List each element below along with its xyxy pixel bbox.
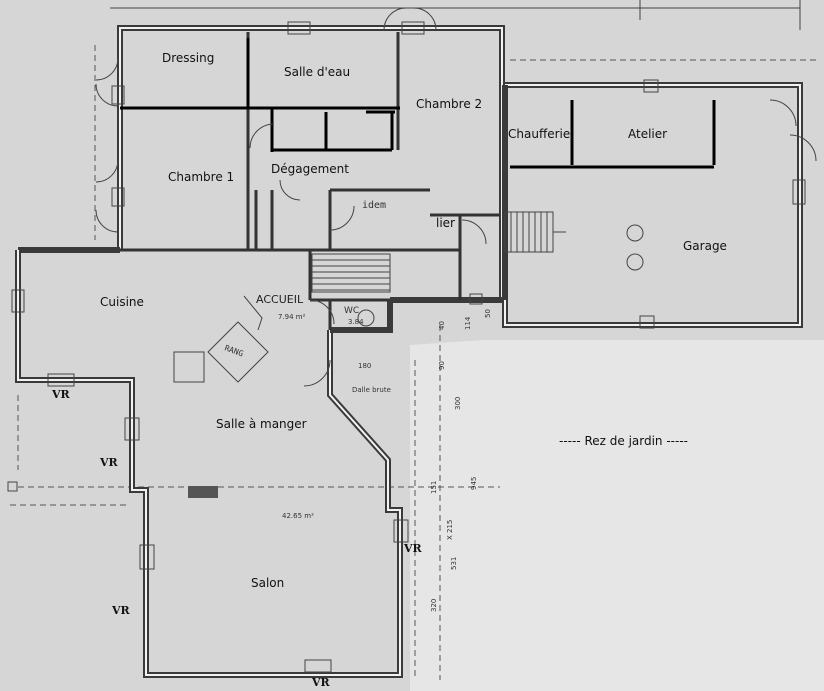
annotation-dim-945: 945 xyxy=(470,477,478,490)
vr-label: VR xyxy=(403,542,423,555)
caption-rez-de-jardin: ----- Rez de jardin ----- xyxy=(559,434,688,448)
stairs xyxy=(311,211,566,293)
room-wc: WC xyxy=(344,306,359,316)
bold-partitions xyxy=(120,38,716,169)
vr-label: VR xyxy=(99,456,119,469)
annotation-dim-531: 531 xyxy=(450,557,458,570)
annotation-dim-50: 50 xyxy=(484,309,492,318)
vr-label: VR xyxy=(111,604,131,617)
interior-partitions xyxy=(120,32,500,330)
vr-label: VR xyxy=(51,388,71,401)
room-chaufferie: Chaufferie xyxy=(508,127,570,141)
annotation-idem: idem xyxy=(362,200,386,211)
annotation-dim-180: 180 xyxy=(358,362,371,370)
annotation-dim-90: 90 xyxy=(438,361,446,370)
annotation-dim-151: 151 xyxy=(430,481,438,494)
windows xyxy=(11,21,806,673)
room-salle-a-manger: Salle à manger xyxy=(216,417,307,431)
room-accueil: ACCUEIL xyxy=(256,293,304,306)
sketch-furniture xyxy=(173,224,644,383)
room-atelier: Atelier xyxy=(628,127,667,141)
annotations: RANG idem Dalle brute 180 42.65 m² 7.94 … xyxy=(223,200,492,612)
vr-labels: VR VR VR VR VR xyxy=(51,388,423,689)
annotation-area-salon: 42.65 m² xyxy=(282,512,314,520)
room-degagement: Dégagement xyxy=(271,162,349,176)
site-lines xyxy=(7,0,820,680)
annotation-area-accueil: 7.94 m² xyxy=(278,313,306,321)
annotation-dim-40: 40 xyxy=(438,321,446,330)
door-swings xyxy=(95,7,817,387)
room-garage: Garage xyxy=(683,239,727,253)
room-salon: Salon xyxy=(251,576,284,590)
annotation-dalle-brute: Dalle brute xyxy=(352,386,391,394)
room-salle-eau: Salle d'eau xyxy=(284,65,350,79)
room-chambre-2: Chambre 2 xyxy=(416,97,482,111)
annotation-dim-320: 320 xyxy=(430,599,438,612)
room-cuisine: Cuisine xyxy=(100,295,144,309)
exterior-walls xyxy=(15,25,803,678)
annotation-dim-300: 300 xyxy=(454,397,462,410)
room-dressing: Dressing xyxy=(162,51,214,65)
room-cellier: lier xyxy=(436,216,455,230)
room-chambre-1: Chambre 1 xyxy=(168,170,234,184)
vr-label: VR xyxy=(311,676,331,689)
annotation-dim-215: X 215 xyxy=(446,520,454,540)
annotation-area-wc: 3.84 xyxy=(348,318,364,326)
room-labels: Dressing Salle d'eau Chambre 2 Chambre 1… xyxy=(100,51,727,590)
annotation-dim-114: 114 xyxy=(464,316,472,330)
